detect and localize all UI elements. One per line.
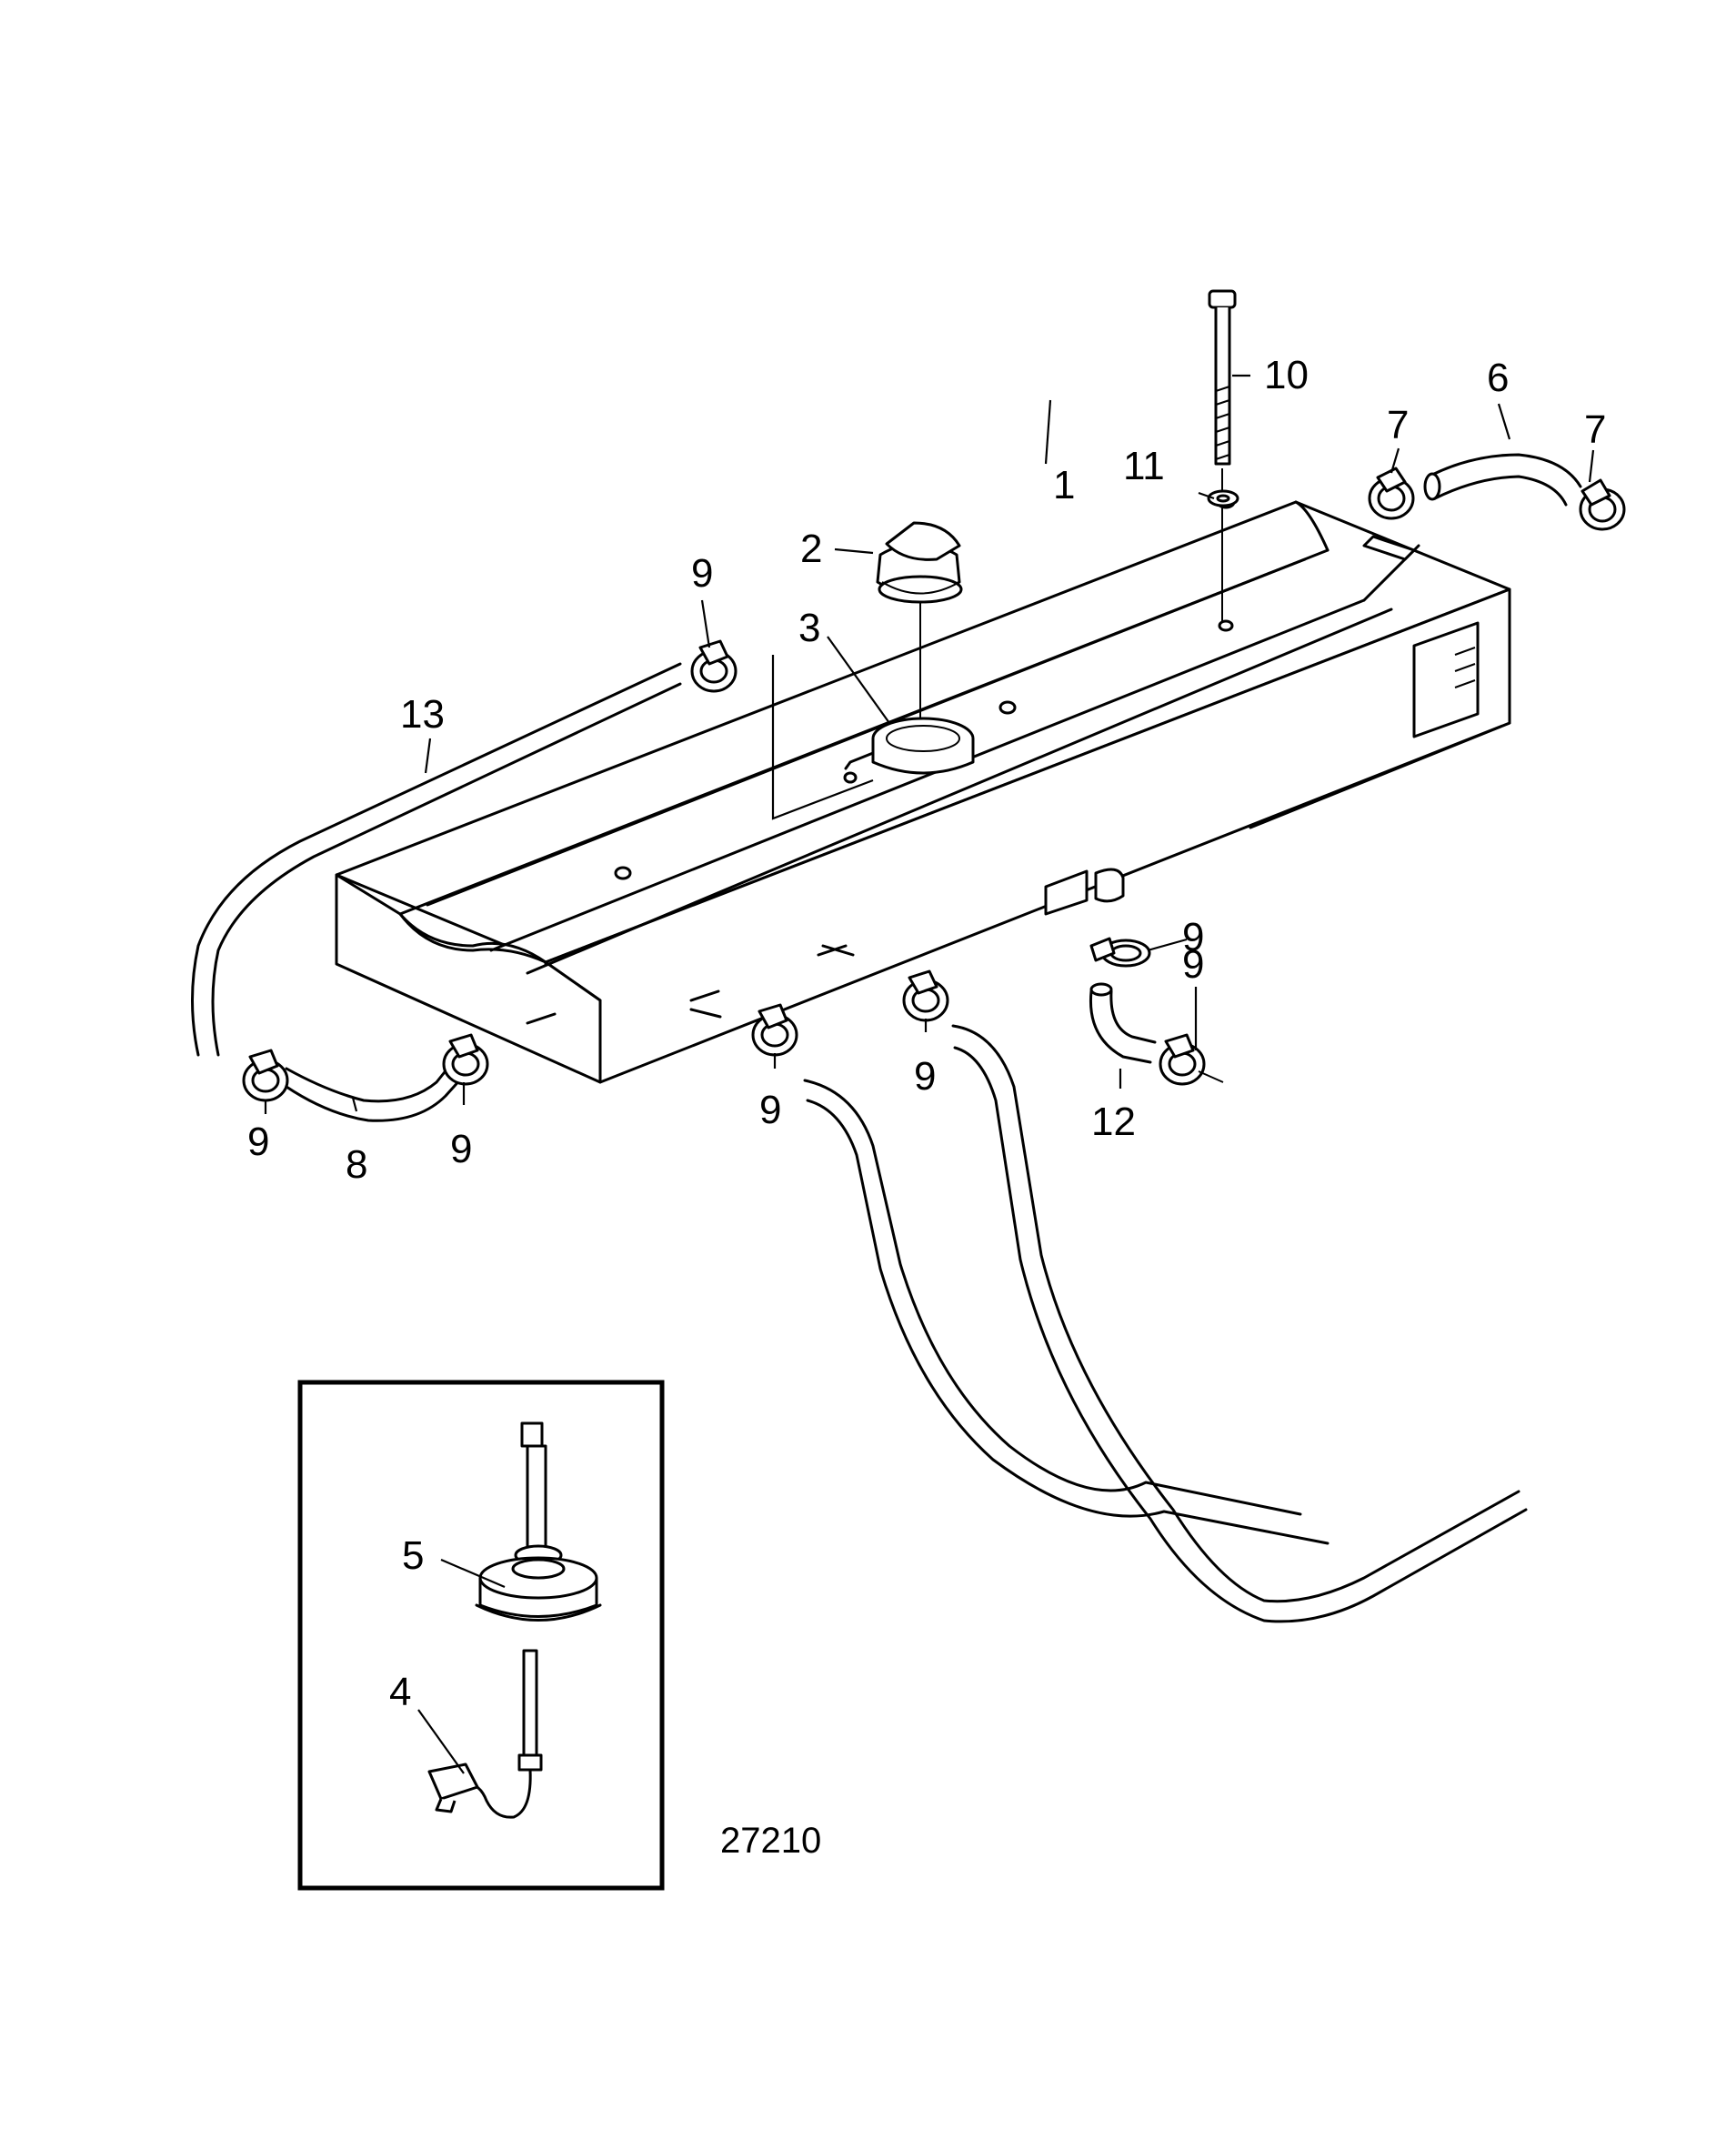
inset-detail-box	[297, 1380, 665, 1891]
hose-clamp-9e	[902, 969, 949, 1022]
callout-11: 11	[1123, 444, 1165, 488]
hose-clamp-9a	[690, 639, 738, 693]
callout-labels: 1 2 3 4 5 6 7 7 8 9 9 9 9 9 9 9 10 11 12…	[247, 353, 1606, 1714]
hose-clamp-7a	[1368, 467, 1415, 520]
callout-3: 3	[798, 606, 820, 650]
callout-7b: 7	[1584, 407, 1606, 452]
callout-4: 4	[389, 1670, 411, 1714]
callout-6: 6	[1487, 356, 1509, 400]
hose-8	[285, 1058, 464, 1122]
callout-9g: 9	[1182, 942, 1204, 987]
callout-2: 2	[800, 527, 822, 571]
callout-9e: 9	[914, 1054, 936, 1099]
pressure-cap	[876, 521, 963, 718]
hose-clamp-9b	[242, 1049, 289, 1102]
hose-13	[191, 655, 874, 1057]
callout-1: 1	[1053, 463, 1075, 507]
level-sensor	[475, 1421, 602, 1622]
hose-long-b	[951, 1024, 1528, 1623]
callout-8: 8	[346, 1142, 367, 1187]
callout-9d: 9	[759, 1088, 781, 1132]
hose-clamp-9g	[1159, 1033, 1224, 1086]
expansion-tank	[335, 495, 1511, 1084]
callout-9c: 9	[450, 1127, 472, 1171]
hose-6	[1423, 453, 1582, 507]
level-sender	[427, 1649, 543, 1819]
callout-10: 10	[1264, 353, 1309, 397]
hose-clamp-7b	[1579, 478, 1626, 531]
callout-9b: 9	[247, 1120, 269, 1164]
callout-12: 12	[1091, 1100, 1136, 1144]
hose-clamp-9f	[1089, 937, 1151, 968]
hose-long-a	[803, 1079, 1330, 1545]
callout-9f: 9	[1182, 915, 1204, 959]
leader-lines	[264, 374, 1595, 1774]
callout-13: 13	[400, 692, 445, 737]
hose-clamp-9c	[442, 1033, 489, 1086]
elbow-hose-12	[1089, 982, 1157, 1064]
callout-9a: 9	[691, 551, 713, 596]
callout-7a: 7	[1387, 403, 1409, 447]
callout-5: 5	[402, 1533, 424, 1578]
washer	[1207, 489, 1239, 507]
figure-number: 27210	[720, 1821, 821, 1861]
hose-clamp-9d	[751, 1003, 798, 1057]
bolt	[1208, 289, 1237, 623]
